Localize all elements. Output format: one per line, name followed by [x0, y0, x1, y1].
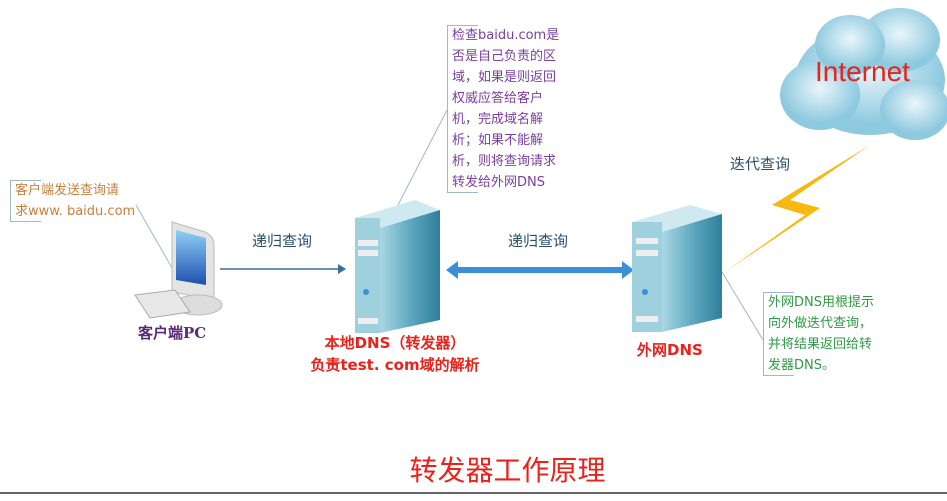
note-line: 客户端发送查询请 — [15, 183, 120, 198]
external-dns-server-icon — [632, 205, 722, 332]
note-line: 否是自己负责的区 — [452, 49, 557, 64]
note-line: 析，则将查询请求 — [452, 154, 557, 169]
local-dns-label-line1: 本地DNS（转发器） — [324, 334, 466, 352]
note-line: 检查baidu.com是 — [452, 28, 560, 43]
note-line: 析；如果不能解 — [452, 133, 544, 148]
client-note: 客户端发送查询请 求www. baidu.com — [10, 180, 135, 222]
note-line: 转发给外网DNS — [452, 175, 545, 190]
local-dns-server-icon — [355, 200, 440, 333]
note-line: 外网DNS用根提示 — [768, 295, 874, 310]
lightning-icon — [725, 145, 870, 272]
client-leader-line — [135, 204, 173, 269]
external-dns-note: 外网DNS用根提示 向外做迭代查询， 并将结果返回给转 发器DNS。 — [763, 292, 874, 376]
arrowhead-icon — [338, 264, 346, 274]
note-line: 发器DNS。 — [768, 358, 835, 373]
note-line: 权威应答给客户 — [452, 91, 544, 106]
note-line: 求www. baidu.com — [15, 204, 136, 219]
client-pc-label: 客户端PC — [138, 324, 207, 342]
edge-label-recursive-2: 递归查询 — [508, 232, 569, 250]
local-dns-label: 本地DNS（转发器） 负责test. com域的解析 — [300, 332, 490, 376]
external-leader-line — [721, 271, 764, 341]
note-line: 并将结果返回给转 — [768, 337, 873, 352]
internet-label: Internet — [815, 56, 910, 87]
client-pc-icon — [134, 221, 223, 319]
cloud-icon — [780, 8, 947, 140]
local-external-double-arrow — [455, 267, 625, 273]
edge-label-recursive-1: 递归查询 — [252, 232, 313, 250]
arrowhead-icon — [622, 261, 634, 279]
local-dns-label-line2: 负责test. com域的解析 — [310, 356, 480, 374]
note-line: 机，完成域名解 — [452, 112, 544, 127]
page-title: 转发器工作原理 — [409, 454, 606, 487]
note-line: 向外做迭代查询， — [768, 316, 873, 331]
local-dns-note: 检查baidu.com是 否是自己负责的区 域，如果是则返回 权威应答给客户 机… — [447, 25, 559, 193]
arrowhead-icon — [446, 261, 458, 279]
local-leader-line — [397, 109, 448, 206]
external-dns-label: 外网DNS — [637, 341, 703, 359]
edge-label-iterative: 迭代查询 — [730, 155, 791, 173]
note-line: 域，如果是则返回 — [452, 70, 557, 85]
